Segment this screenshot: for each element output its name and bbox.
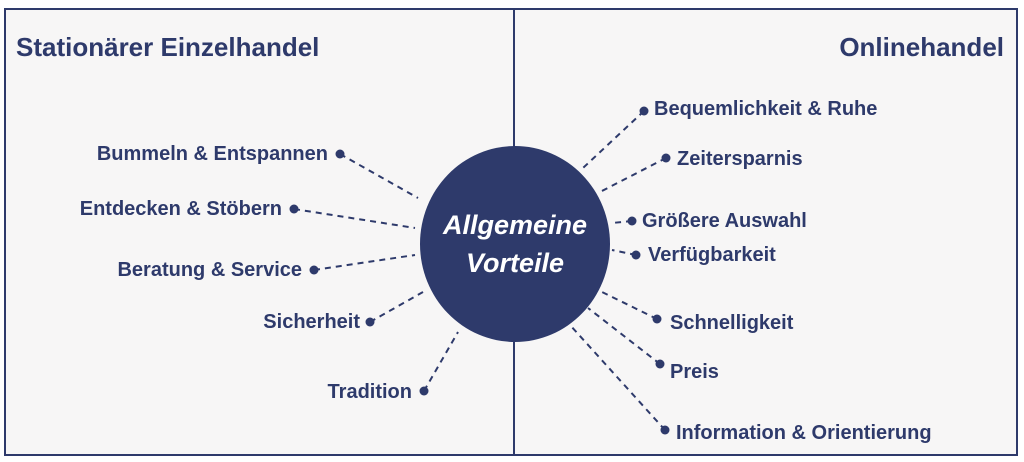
- connector-right-5: [601, 291, 658, 320]
- right-item-label: Information & Orientierung: [676, 422, 932, 444]
- endpoint-dot: [652, 314, 662, 324]
- endpoint-dot: [289, 204, 299, 214]
- connector-left-1: [339, 153, 419, 199]
- endpoint-dot: [661, 153, 671, 163]
- connector-right-6: [587, 307, 661, 365]
- left-item-label: Entdecken & Stöbern: [79, 198, 282, 220]
- left-heading: Stationärer Einzelhandel: [16, 32, 320, 62]
- right-item-label: Bequemlichkeit & Ruhe: [654, 98, 878, 120]
- connector-right-2: [597, 157, 667, 194]
- connector-left-5: [423, 331, 459, 392]
- right-item-label: Preis: [670, 361, 719, 383]
- right-heading: Onlinehandel: [839, 32, 1004, 62]
- connector-left-4: [369, 291, 424, 323]
- endpoint-dot: [655, 359, 665, 369]
- endpoint-dot: [627, 216, 637, 226]
- connector-right-1: [582, 110, 645, 169]
- endpoint-dot: [639, 106, 649, 116]
- left-item-label: Beratung & Service: [117, 259, 302, 281]
- left-item-label: Bummeln & Entspannen: [96, 143, 328, 165]
- left-item-label: Tradition: [327, 381, 412, 403]
- connector-left-3: [313, 254, 416, 271]
- endpoint-dot: [419, 386, 429, 396]
- endpoint-dot: [335, 149, 345, 159]
- right-item-label: Verfügbarkeit: [648, 244, 776, 266]
- right-item-label: Schnelligkeit: [670, 312, 794, 334]
- right-item-label: Zeitersparnis: [677, 148, 803, 170]
- center-circle: Allgemeine Vorteile: [420, 146, 610, 342]
- right-item-label: Größere Auswahl: [642, 210, 807, 232]
- center-label-line1: Allgemeine: [442, 210, 588, 240]
- left-item-label: Sicherheit: [263, 311, 360, 333]
- endpoint-dot: [631, 250, 641, 260]
- endpoint-dot: [660, 425, 670, 435]
- endpoint-dot: [365, 317, 375, 327]
- connector-left-2: [293, 208, 416, 229]
- endpoint-dot: [309, 265, 319, 275]
- connector-right-7: [569, 324, 666, 431]
- center-label-line2: Vorteile: [465, 248, 565, 278]
